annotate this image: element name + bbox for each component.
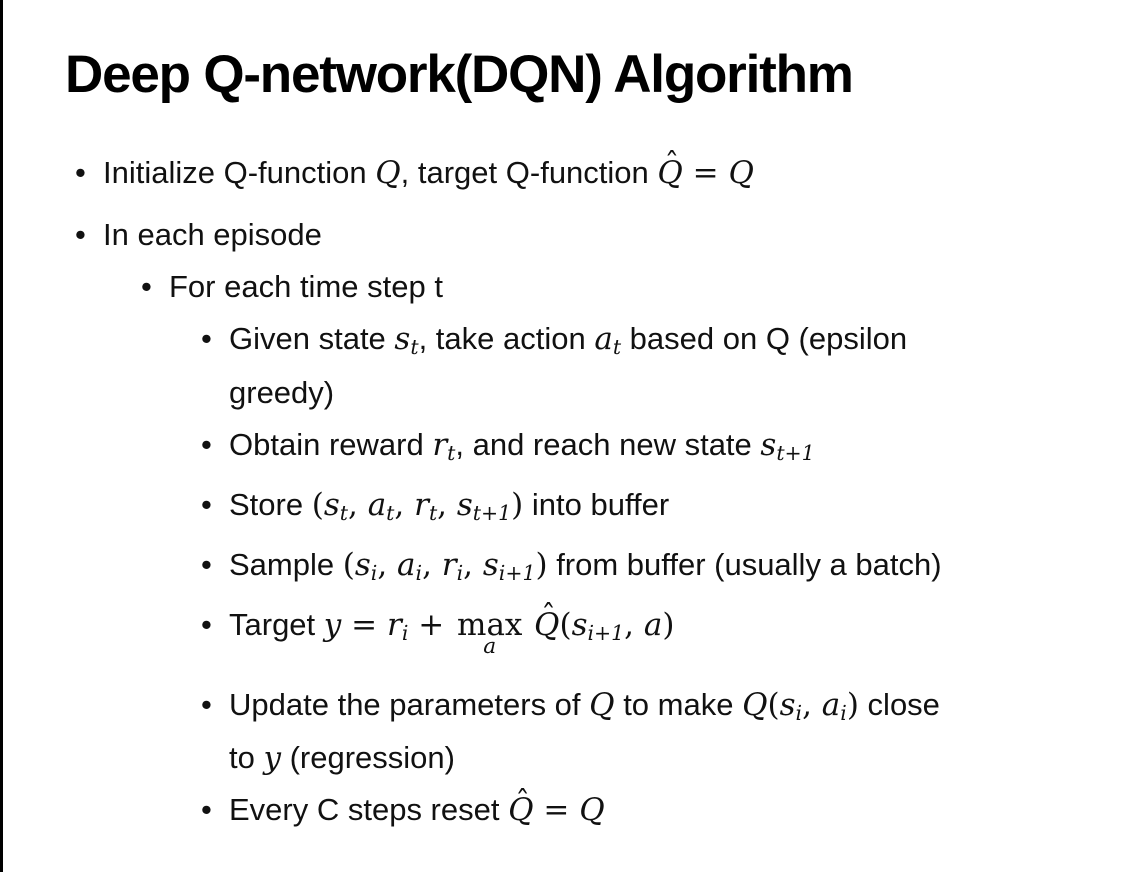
bullet-marker: •: [75, 155, 86, 190]
bullet-marker: •: [201, 792, 212, 828]
hat-accent: ˆ: [515, 784, 530, 819]
bullet-marker: •: [201, 486, 212, 522]
bullet-list: • Initialize Q-function Q, target Q-funct…: [3, 147, 1116, 839]
bullet-text: Initialize Q-function Q, target Q-functi…: [103, 147, 754, 196]
bullet-marker: •: [201, 426, 212, 462]
bullet-text: For each time step t: [169, 269, 443, 304]
bullet-marker: •: [75, 217, 86, 252]
bullet-marker: •: [201, 321, 212, 356]
bullet-text: Sample (si, ai, ri, si+1) from buffer (u…: [229, 546, 942, 585]
bullet-item: • Store (st, at, rt, st+1) into buffer: [201, 482, 1116, 536]
bullet-marker: •: [141, 269, 152, 304]
bullet-item: • Obtain reward rt, and reach new state s…: [201, 422, 1116, 476]
bullet-marker: •: [201, 546, 212, 582]
hat-accent: ˆ: [541, 598, 556, 633]
hat-accent: ˆ: [664, 147, 680, 182]
bullet-item: • Sample (si, ai, ri, si+1) from buffer (…: [201, 542, 1116, 596]
bullet-item: • For each time step t: [141, 264, 1116, 310]
bullet-text: Update the parameters of Q to make Q(si,…: [229, 686, 940, 777]
bullet-item: • Given state st, take action at based on…: [201, 316, 1116, 416]
bullet-marker: •: [201, 686, 212, 722]
bullet-item: • Update the parameters of Q to make Q(si…: [201, 682, 1116, 782]
slide-title: Deep Q-network(DQN) Algorithm: [65, 45, 854, 104]
bullet-item: • Initialize Q-function Q, target Q-funct…: [75, 147, 1116, 196]
bullet-text: Given state st, take action at based on …: [229, 321, 908, 410]
bullet-marker: •: [201, 606, 212, 642]
bullet-item: • In each episode: [75, 212, 1116, 258]
bullet-text: Obtain reward rt, and reach new state st…: [229, 426, 815, 465]
bullet-text: In each episode: [103, 217, 322, 252]
bullet-text: Store (st, at, rt, st+1) into buffer: [229, 486, 670, 525]
